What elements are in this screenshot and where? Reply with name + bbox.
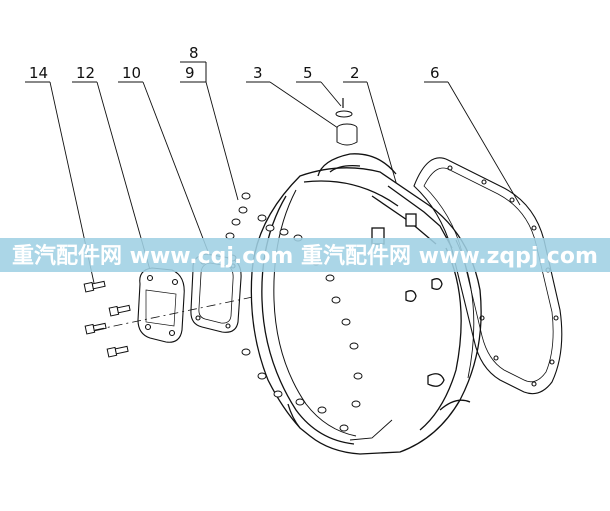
- callout-9: 9: [185, 64, 195, 82]
- callout-10: 10: [122, 64, 141, 82]
- bolt-set: [83, 280, 131, 358]
- callout-6: 6: [430, 64, 440, 82]
- watermark-text: 重汽配件网 www.cqj.com 重汽配件网 www.zqpj.com: [12, 243, 598, 269]
- callout-14: 14: [29, 64, 48, 82]
- bolt: [108, 304, 131, 317]
- callout-labels: [25, 61, 448, 83]
- callout-5: 5: [303, 64, 313, 82]
- watermark-band: [0, 238, 610, 272]
- clutch-housing: [250, 153, 482, 455]
- plug-and-washer: [335, 98, 358, 146]
- cover-plate: [137, 267, 185, 343]
- callout-8: 8: [189, 44, 199, 62]
- bolt: [106, 345, 129, 358]
- callout-12: 12: [76, 64, 95, 82]
- callout-2: 2: [350, 64, 360, 82]
- callout-3: 3: [253, 64, 263, 82]
- bolt: [84, 322, 107, 335]
- bolt: [83, 280, 106, 293]
